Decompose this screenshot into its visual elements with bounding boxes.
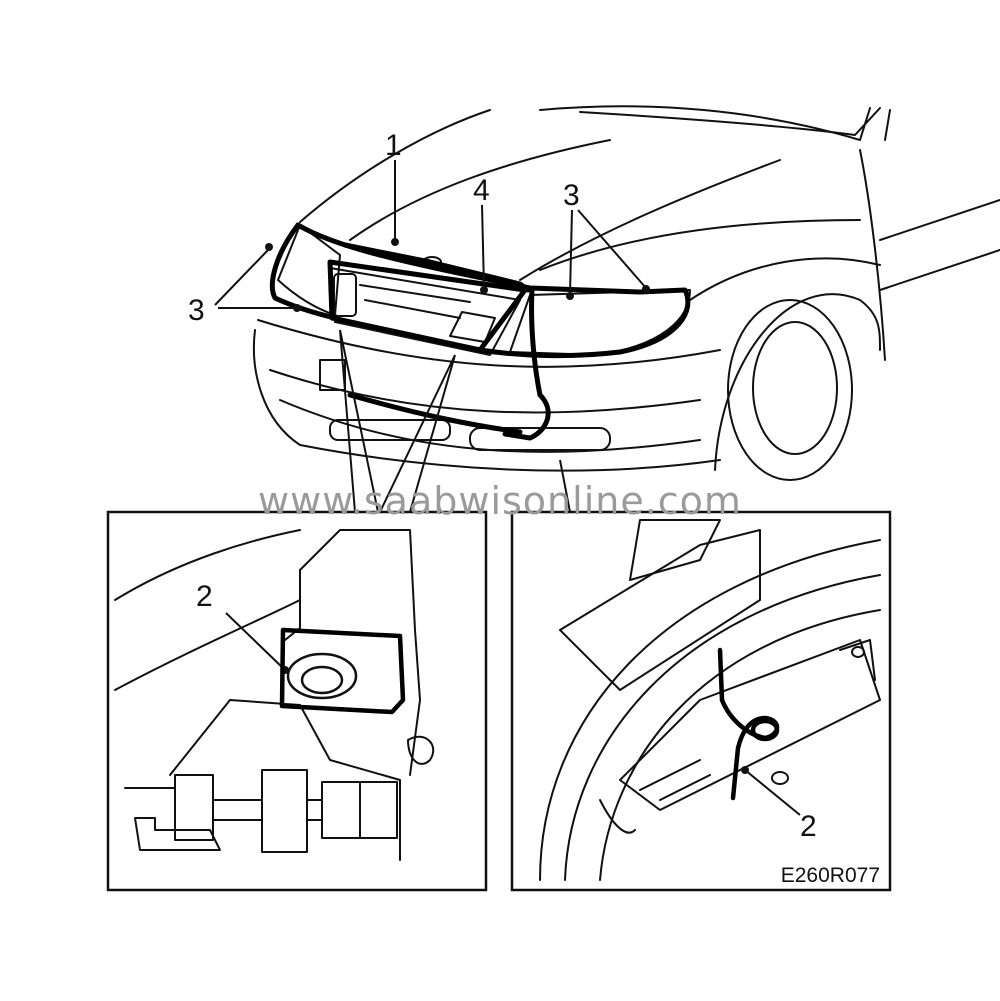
hood-front-line <box>519 159 781 281</box>
bumper-top <box>257 319 721 368</box>
detail-panel-right <box>510 510 892 892</box>
grille-slats <box>359 284 471 319</box>
figure-code: E260R077 <box>781 864 880 887</box>
leader-2-left <box>225 612 286 671</box>
bolt-shape <box>407 735 435 765</box>
detail-panel-left <box>106 510 488 892</box>
dot-4 <box>480 286 488 294</box>
wheel-outer <box>727 299 853 481</box>
leader-3-left-a <box>214 249 269 306</box>
clip-inner <box>300 665 344 695</box>
component-rail <box>124 781 361 839</box>
leader-3-right-a <box>569 209 573 295</box>
wheelhouse-arc-3 <box>599 609 881 881</box>
seal-outlines <box>269 222 691 441</box>
clip-outer <box>286 652 358 700</box>
bracket-body <box>299 529 421 776</box>
a-pillar <box>859 149 886 361</box>
hose <box>599 799 636 834</box>
leader-lines <box>214 160 801 816</box>
headlamp-right <box>509 289 691 356</box>
clip-plate <box>279 627 406 715</box>
seal-lower-run <box>502 287 551 441</box>
bumper-curve-a <box>114 529 301 601</box>
callout-labels: 1 4 3 3 2 2 <box>188 129 817 843</box>
subframe-detail <box>639 639 876 801</box>
wire-clip-loop <box>750 718 780 742</box>
grille-emblem-left <box>333 273 357 317</box>
detail-frame-left <box>106 510 488 892</box>
component-block-a <box>174 774 214 841</box>
callout-3-right: 3 <box>563 179 580 212</box>
subframe <box>619 639 881 811</box>
component-block-b <box>261 769 308 853</box>
callout-4: 4 <box>473 174 490 207</box>
wheel-arch <box>714 293 881 471</box>
under-structure <box>169 699 401 861</box>
dot-3d <box>293 304 301 312</box>
dot-3c <box>265 243 273 251</box>
leader-2-right <box>744 769 801 816</box>
component-foot <box>134 817 221 851</box>
fog-lamp-left <box>329 419 451 441</box>
detail-frame-right <box>510 510 892 892</box>
seal-left-headlamp <box>269 222 338 321</box>
watermark: www.saabwisonline.com <box>258 479 742 523</box>
callout-2-right: 2 <box>800 810 817 843</box>
dot-1 <box>391 238 399 246</box>
callout-wedge-right <box>559 459 571 513</box>
dot-3a <box>566 292 574 300</box>
hood-top-edge <box>539 105 861 141</box>
hood-side-line <box>539 219 861 271</box>
hood-outline <box>299 109 491 223</box>
callout-1: 1 <box>385 129 402 162</box>
seal-grille-top <box>342 242 531 293</box>
liner-panel <box>559 529 761 691</box>
windscreen <box>579 107 891 141</box>
fastener-hole <box>771 771 789 785</box>
liner-tab <box>629 519 721 581</box>
seal-grille-frame <box>327 259 528 353</box>
dot-3b <box>642 285 650 293</box>
callout-3-left: 3 <box>188 294 205 327</box>
bumper-curve-b <box>114 599 301 691</box>
door-line <box>879 199 1000 291</box>
leader-4 <box>481 204 485 289</box>
callout-wedge-left <box>339 329 379 513</box>
wheelhouse-arc-1 <box>539 539 881 881</box>
callout-2-left: 2 <box>196 580 213 613</box>
callout-wedge-center <box>379 354 456 513</box>
hood-crease <box>349 139 611 241</box>
bumper-lower <box>269 369 701 414</box>
fender-top <box>689 257 881 301</box>
subframe-hole <box>851 646 865 658</box>
wheelhouse-arc-2 <box>564 574 881 881</box>
headlamp-left <box>277 224 341 316</box>
seal-bumper-run <box>347 392 523 435</box>
bracket-side <box>284 569 301 641</box>
wheel-inner <box>752 321 838 455</box>
leader-3-right-b <box>577 209 647 289</box>
